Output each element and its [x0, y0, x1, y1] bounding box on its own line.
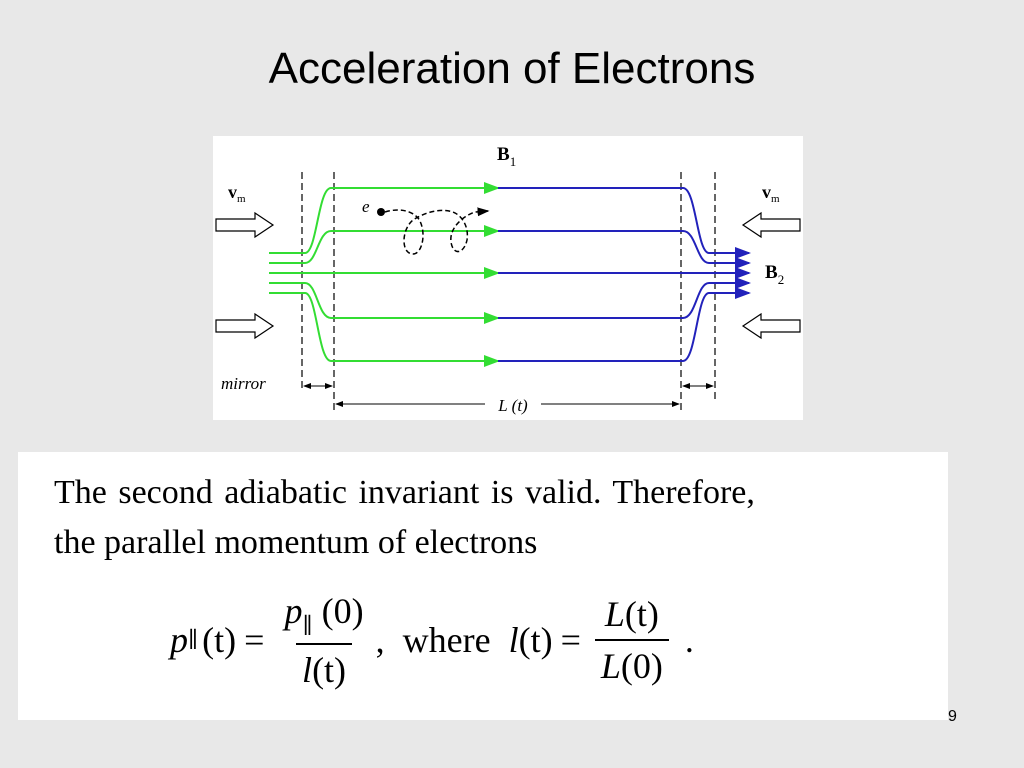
- eq-den-arg: (t): [312, 649, 347, 690]
- vm-arrow-right-top: [741, 211, 801, 239]
- b1-label: B1: [497, 144, 516, 169]
- eq-l-den: l: [302, 649, 313, 690]
- electron-trajectory: [384, 207, 490, 255]
- eq-p-lhs: p: [170, 620, 188, 660]
- eq-where: where: [402, 620, 491, 660]
- eq-comma: ,: [375, 620, 385, 660]
- eq-l-arg: (t): [518, 620, 553, 660]
- eq-equals-1: =: [244, 620, 265, 660]
- magnetic-mirror-diagram: B1 B2 vm vm e mirror L (t): [215, 144, 801, 415]
- eq-fraction-p: p∥ (0) l(t): [278, 590, 369, 691]
- eq-equals-2: =: [560, 620, 581, 660]
- mirror-label: mirror: [221, 374, 266, 393]
- eq-L-den-arg: (0): [620, 646, 663, 686]
- vm-arrow-left-top: [215, 211, 275, 239]
- statement-line-1: The second adiabatic invariant is valid.…: [54, 474, 755, 511]
- eq-period: .: [684, 620, 694, 660]
- vm-arrow-right-bottom: [741, 312, 801, 340]
- eq-L-num: L: [604, 594, 625, 634]
- momentum-equation: p∥ (t) = p∥ (0) l(t) , where l(t) = L(t)…: [170, 580, 694, 700]
- eq-fraction-L: L(t) L(0): [594, 593, 669, 687]
- vm-label-left: vm: [228, 182, 246, 205]
- electron-label: e: [362, 197, 370, 216]
- eq-p-num: p: [284, 590, 303, 631]
- field-lines-blue: [498, 187, 751, 362]
- page-number: 9: [948, 708, 957, 725]
- text-panel: The second adiabatic invariant is valid.…: [18, 452, 948, 720]
- b2-label: B2: [765, 262, 784, 287]
- electron-dot: [377, 208, 385, 216]
- slide-title: Acceleration of Electrons: [268, 44, 756, 93]
- vm-arrow-left-bottom: [215, 312, 275, 340]
- field-lines-green: [269, 182, 500, 367]
- eq-num-arg: (0): [321, 590, 364, 631]
- eq-l-lhs: l: [508, 620, 519, 660]
- length-label: L (t): [497, 396, 528, 415]
- diagram-panel: B1 B2 vm vm e mirror L (t): [213, 136, 803, 420]
- eq-L-num-arg: (t): [624, 594, 659, 634]
- eq-parallel-sub-num: ∥: [302, 612, 313, 638]
- vm-label-right: vm: [762, 182, 780, 205]
- eq-arg-t-lhs: (t): [202, 620, 237, 660]
- eq-L-den: L: [600, 646, 621, 686]
- eq-parallel-sub-lhs: ∥: [188, 627, 199, 652]
- statement-line-2: the parallel momentum of electrons: [54, 524, 538, 561]
